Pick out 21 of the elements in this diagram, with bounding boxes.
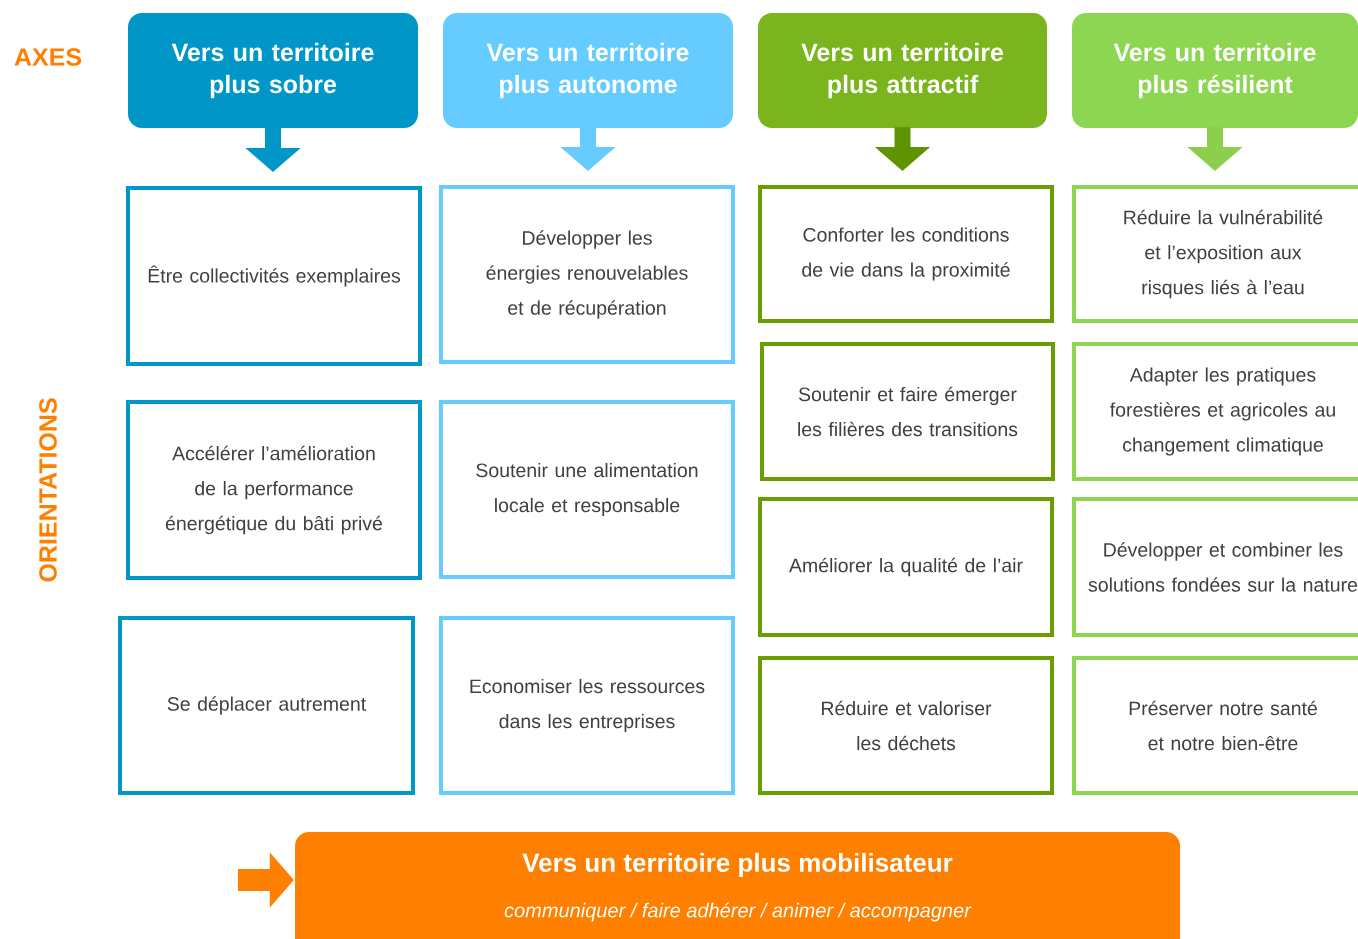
orientation-box: Se déplacer autrement [118,616,415,795]
orientation-box: Réduire et valoriser les déchets [758,656,1054,795]
orientation-box: Economiser les ressources dans les entreprises [439,616,735,795]
axis-label: AXES [14,48,82,66]
axis-header-box: Vers un territoire plus attractif [758,13,1047,128]
axis-label: ORIENTATIONS [39,398,57,582]
orientation-box: Soutenir une alimentation locale et responsable [439,400,735,579]
orientation-box: Accélérer l’amélioration de la performance énergétique du bâti privé [126,400,422,580]
orientation-box: Réduire la vulnérabilité et l’exposition aux risques liés à l’eau [1072,185,1358,323]
axis-header-box: Vers un territoire plus autonome [443,13,733,128]
banner-box: Vers un territoire plus mobilisateur communiquer / faire adhérer / animer / accompagner [295,832,1180,939]
axis-header-box: Vers un territoire plus résilient [1072,13,1358,128]
axis-header-box: Vers un territoire plus sobre [128,13,418,128]
orientation-box: Préserver notre santé et notre bien-être [1072,656,1358,795]
orientation-box: Conforter les conditions de vie dans la proximité [758,185,1054,323]
orientation-box: Développer les énergies renouvelables et de récupération [439,185,735,364]
orientation-box: Développer et combiner les solutions fondées sur la nature [1072,497,1358,637]
orientation-box: Adapter les pratiques forestières et agricoles au changement climatique [1072,342,1358,481]
orientation-box: Améliorer la qualité de l’air [758,497,1054,637]
orientation-box: Soutenir et faire émerger les filières des transitions [760,342,1055,481]
orientation-box: Être collectivités exemplaires [126,186,422,366]
